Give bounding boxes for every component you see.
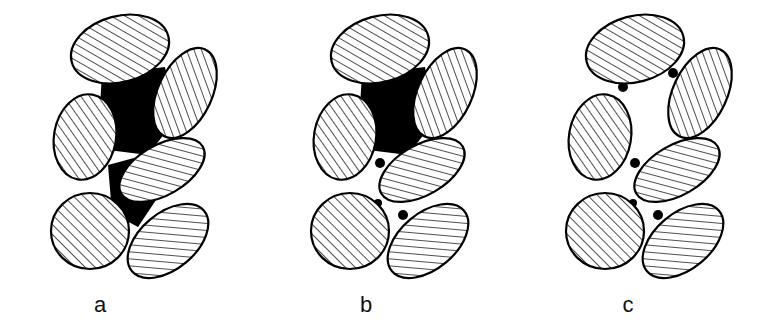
- soil-grain: [47, 4, 230, 292]
- meniscus: [653, 210, 663, 220]
- panel-letter: c: [623, 294, 634, 316]
- grain-panel: [562, 4, 745, 292]
- meniscus: [375, 158, 385, 168]
- grain-panel: [307, 4, 490, 292]
- grain-panel: [47, 4, 230, 292]
- meniscus: [398, 210, 408, 220]
- meniscus: [668, 68, 678, 78]
- soil-grain: [562, 4, 745, 292]
- panel-letter: a: [94, 294, 106, 316]
- panel-letter: b: [360, 294, 372, 316]
- meniscus: [630, 158, 640, 168]
- soil-grain: [307, 4, 490, 292]
